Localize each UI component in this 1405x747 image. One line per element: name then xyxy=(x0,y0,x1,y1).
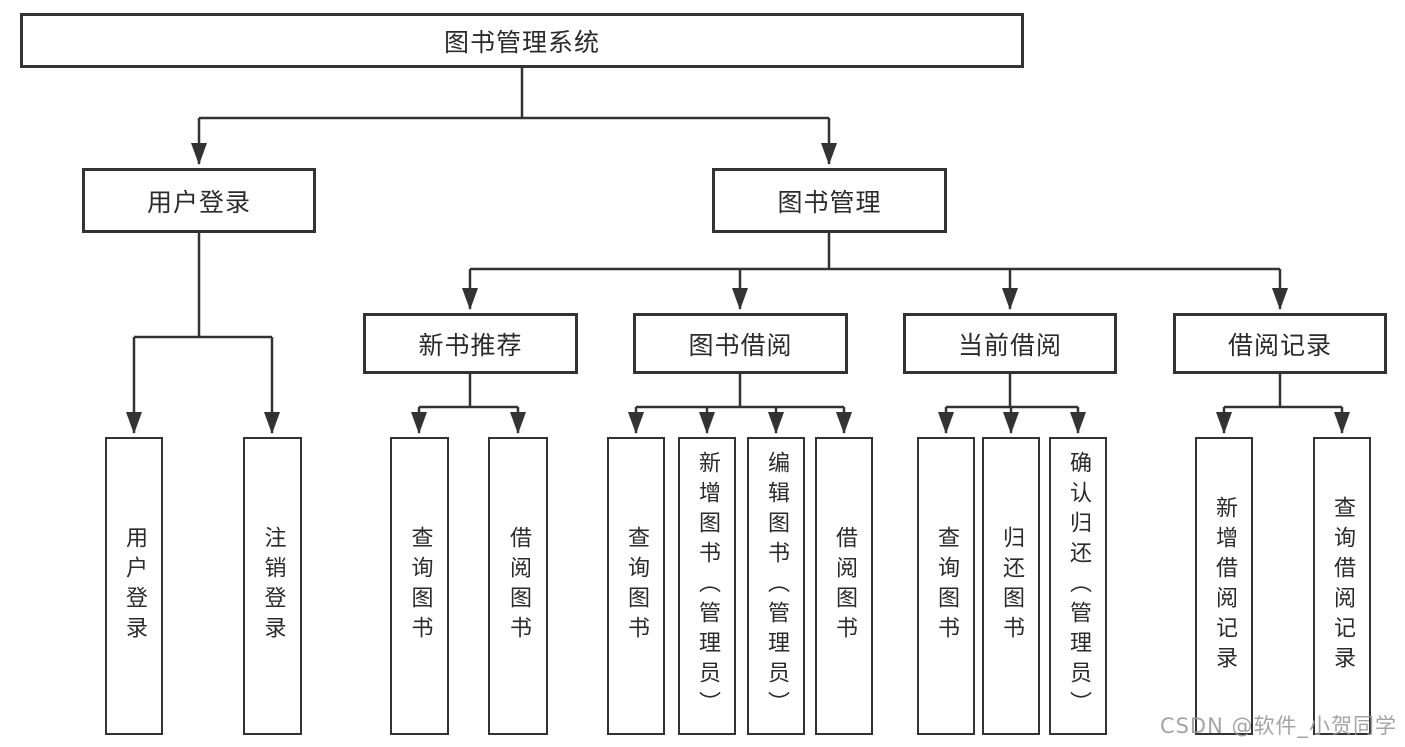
node-borrow-record-label: 借阅记录 xyxy=(1227,330,1332,360)
node-leaf-edit-book-admin: 编辑图书（管理员） xyxy=(747,437,805,735)
node-leaf-return-book: 归还图书 xyxy=(982,437,1040,735)
node-new-book-recommend: 新书推荐 xyxy=(363,313,578,374)
node-leaf-add-borrow-record: 新增借阅记录 xyxy=(1195,437,1253,735)
node-book-management-label: 图书管理 xyxy=(777,187,882,217)
node-leaf-logout-label: 注销登录 xyxy=(260,526,286,646)
node-user-login-label: 用户登录 xyxy=(146,187,251,217)
node-leaf-current-query-book-label: 查询图书 xyxy=(934,526,959,646)
node-leaf-add-book-admin-label: 新增图书（管理员） xyxy=(695,451,720,721)
node-leaf-query-borrow-record: 查询借阅记录 xyxy=(1313,437,1371,735)
node-leaf-user-login: 用户登录 xyxy=(105,437,163,735)
node-new-book-recommend-label: 新书推荐 xyxy=(418,330,523,360)
node-book-borrow: 图书借阅 xyxy=(633,313,848,374)
node-current-borrow-label: 当前借阅 xyxy=(957,330,1062,360)
node-leaf-newbook-borrow-book-label: 借阅图书 xyxy=(506,526,531,646)
node-borrow-record: 借阅记录 xyxy=(1173,313,1387,374)
node-book-borrow-label: 图书借阅 xyxy=(688,330,793,360)
csdn-watermark: CSDN @软件_小贺同学 xyxy=(1159,714,1397,738)
node-leaf-newbook-query-book: 查询图书 xyxy=(390,437,449,735)
node-book-management: 图书管理 xyxy=(712,168,947,233)
node-leaf-edit-book-admin-label: 编辑图书（管理员） xyxy=(764,451,789,721)
node-current-borrow: 当前借阅 xyxy=(903,313,1117,374)
node-leaf-user-login-label: 用户登录 xyxy=(122,526,147,646)
node-leaf-logout: 注销登录 xyxy=(243,437,302,735)
node-leaf-newbook-borrow-book: 借阅图书 xyxy=(488,437,548,735)
node-library-system-label: 图书管理系统 xyxy=(443,27,600,57)
node-leaf-add-borrow-record-label: 新增借阅记录 xyxy=(1212,496,1237,676)
node-library-system: 图书管理系统 xyxy=(20,13,1024,68)
node-user-login: 用户登录 xyxy=(82,168,316,233)
node-leaf-borrow-borrow-book-label: 借阅图书 xyxy=(832,526,857,646)
node-leaf-confirm-return-admin: 确认归还（管理员） xyxy=(1049,437,1107,735)
node-leaf-newbook-query-book-label: 查询图书 xyxy=(407,526,433,646)
node-leaf-query-borrow-record-label: 查询借阅记录 xyxy=(1330,496,1355,676)
node-leaf-borrow-query-book-label: 查询图书 xyxy=(624,526,649,646)
node-leaf-current-query-book: 查询图书 xyxy=(917,437,975,735)
node-leaf-confirm-return-admin-label: 确认归还（管理员） xyxy=(1066,451,1091,721)
node-leaf-add-book-admin: 新增图书（管理员） xyxy=(678,437,736,735)
node-leaf-return-book-label: 归还图书 xyxy=(999,526,1024,646)
node-leaf-borrow-query-book: 查询图书 xyxy=(607,437,665,735)
node-leaf-borrow-borrow-book: 借阅图书 xyxy=(815,437,873,735)
